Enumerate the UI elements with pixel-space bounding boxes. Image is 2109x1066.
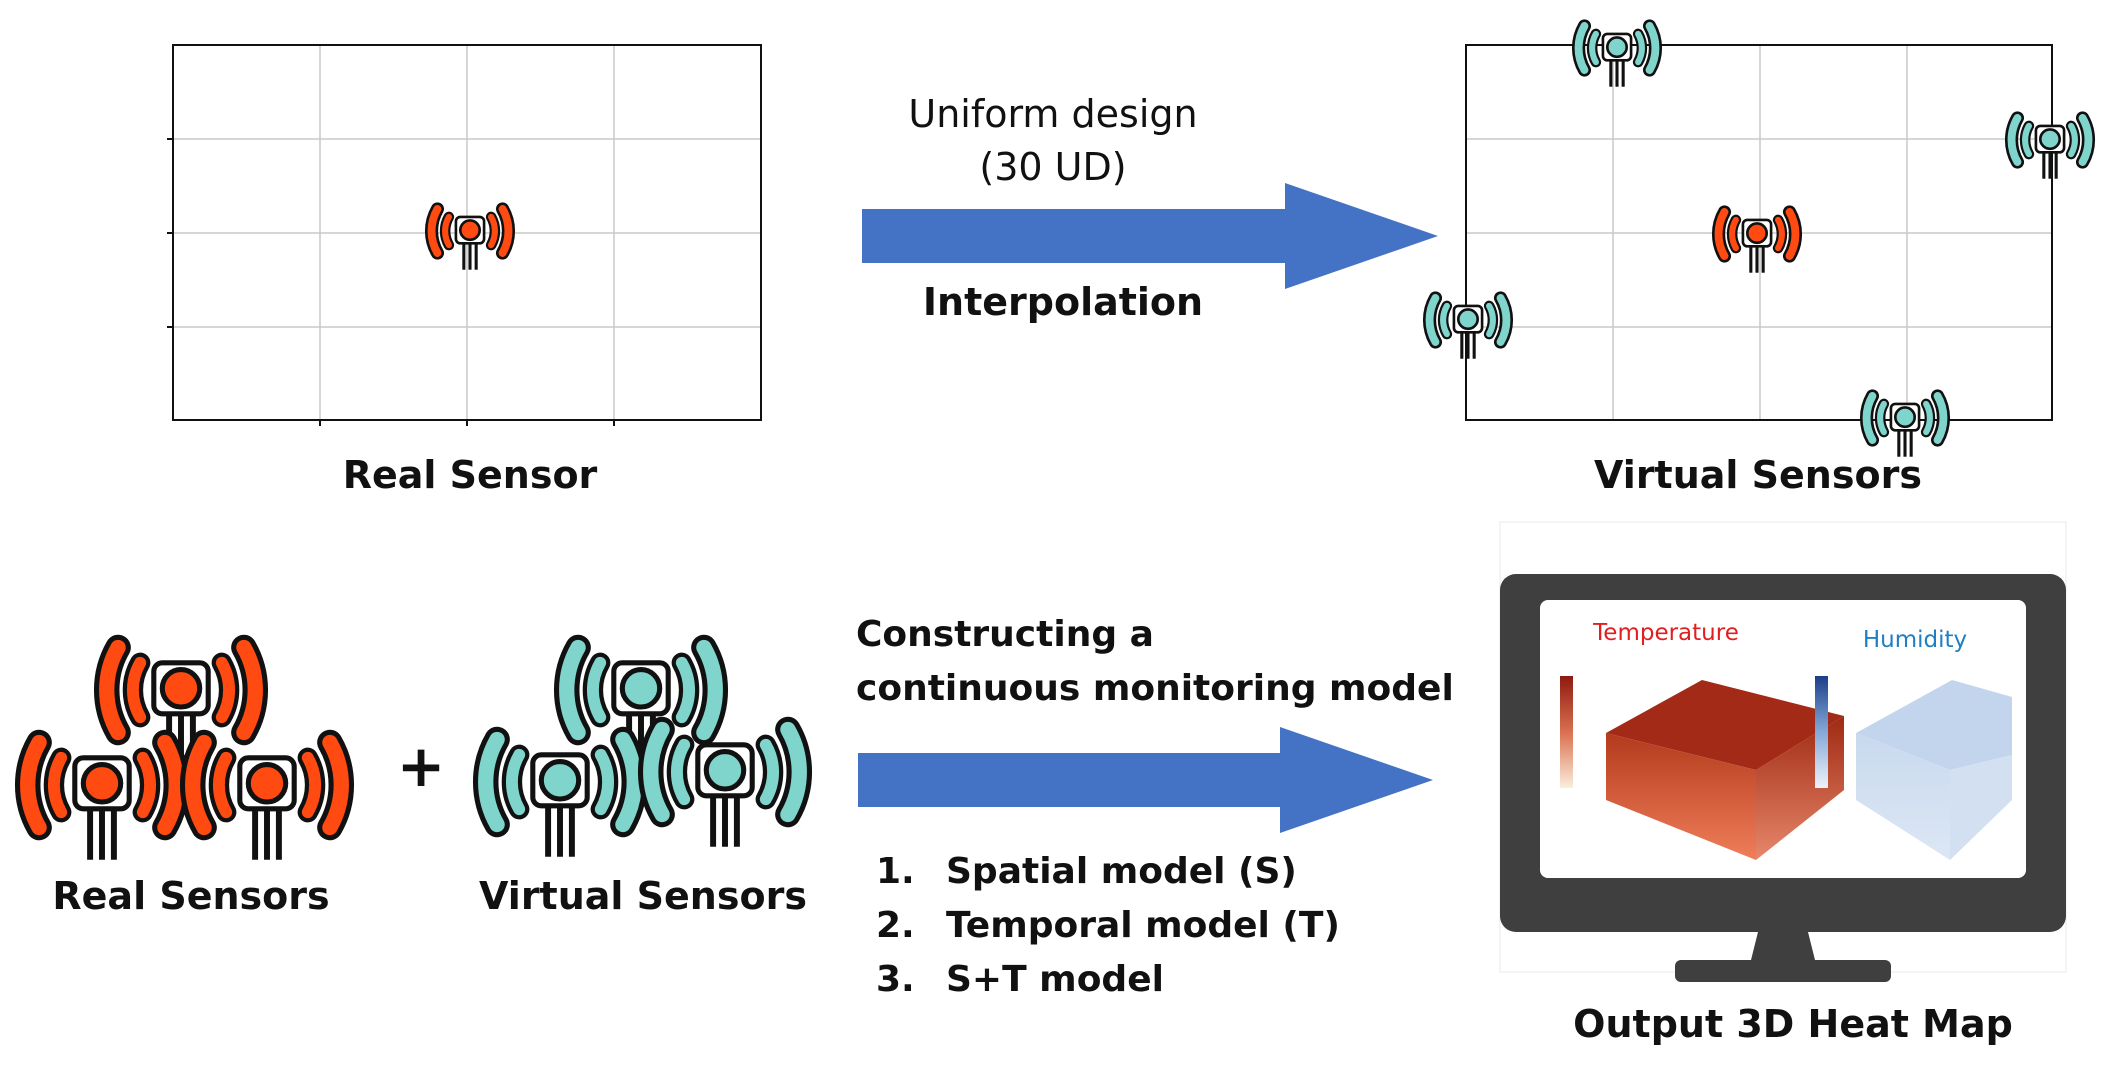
model-step: 2. Temporal model (T) [876, 899, 1340, 953]
real-sensor-icon [432, 209, 509, 270]
virtual-sensor-icon [651, 730, 800, 847]
virtual-sensor-icon [2012, 118, 2089, 179]
temperature-colorbar [1560, 676, 1573, 788]
virtual-sensor-icon [1867, 396, 1944, 457]
real-sensors-caption: Real Sensors [52, 874, 330, 918]
real-sensor-icon [1719, 212, 1796, 273]
step-number: 1. [876, 851, 915, 892]
monitor-neck [1751, 932, 1815, 960]
monitor-stand [1675, 960, 1891, 982]
model-arrow [858, 727, 1433, 833]
plus-sign: + [396, 732, 446, 800]
model-title-line2: continuous monitoring model [856, 668, 1454, 709]
virtual-sensor-icon [1430, 298, 1507, 359]
model-title-line1: Constructing a [856, 614, 1154, 655]
humidity-colorbar [1815, 676, 1828, 788]
real-sensor-icon [28, 743, 177, 860]
interpolation-label: Interpolation [922, 280, 1204, 324]
step-text: S+T model [946, 959, 1164, 1000]
humidity-label: Humidity [1862, 627, 1968, 653]
virtual-sensors-caption: Virtual Sensors [1594, 453, 1922, 497]
step-text: Spatial model (S) [946, 851, 1297, 892]
step-text: Temporal model (T) [946, 905, 1340, 946]
real-sensor-icon [193, 743, 342, 860]
virtual-sensor-icon [486, 740, 635, 857]
virtual-sensors-caption: Virtual Sensors [479, 874, 807, 918]
step-number: 3. [876, 959, 915, 1000]
ud-count-label: (30 UD) [979, 145, 1127, 189]
step-number: 2. [876, 905, 915, 946]
temperature-label: Temperature [1593, 620, 1739, 646]
virtual-sensors-cluster [486, 648, 800, 857]
model-step: 1. Spatial model (S) [876, 845, 1340, 899]
model-steps-list: 1. Spatial model (S) 2. Temporal model (T)… [876, 845, 1340, 1007]
model-step: 3. S+T model [876, 953, 1340, 1007]
humidity-3d-block [1856, 680, 2012, 860]
monitor [1499, 521, 2067, 982]
real-sensor-caption: Real Sensor [342, 453, 598, 497]
uniform-design-label: Uniform design [908, 92, 1198, 136]
heat-map-caption: Output 3D Heat Map [1573, 1002, 2013, 1046]
virtual-sensor-icon [1579, 26, 1656, 87]
interpolation-arrow [862, 183, 1438, 289]
real-sensors-cluster [28, 648, 342, 860]
